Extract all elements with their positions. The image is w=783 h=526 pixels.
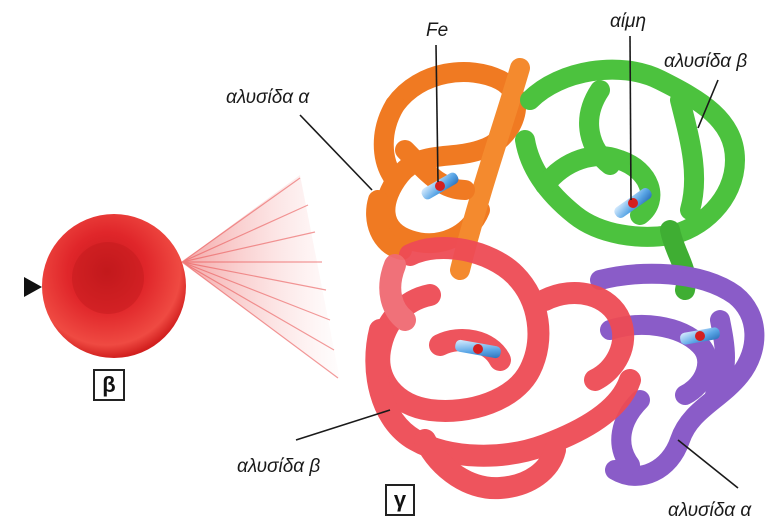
leader-line-alpha-bottom [678,440,738,488]
leader-line-alpha-top [300,115,372,190]
label-alpha-chain-bottom: αλυσίδα α [668,500,751,522]
label-heme: αίμη [610,11,646,33]
left-pointing-triangle-icon [24,277,42,297]
red-blood-cell [42,214,186,358]
leader-line-heme [630,36,631,200]
leader-line-beta-bottom [296,410,390,440]
label-beta-chain-top: αλυσίδα β [664,51,747,73]
label-fe: Fe [426,20,448,42]
label-alpha-chain-top: αλυσίδα α [226,87,309,109]
label-beta-chain-bottom: αλυσίδα β [237,456,320,478]
zoom-beam [182,175,340,380]
panel-label-gamma: γ [385,484,415,516]
panel-label-beta: β [93,369,125,401]
